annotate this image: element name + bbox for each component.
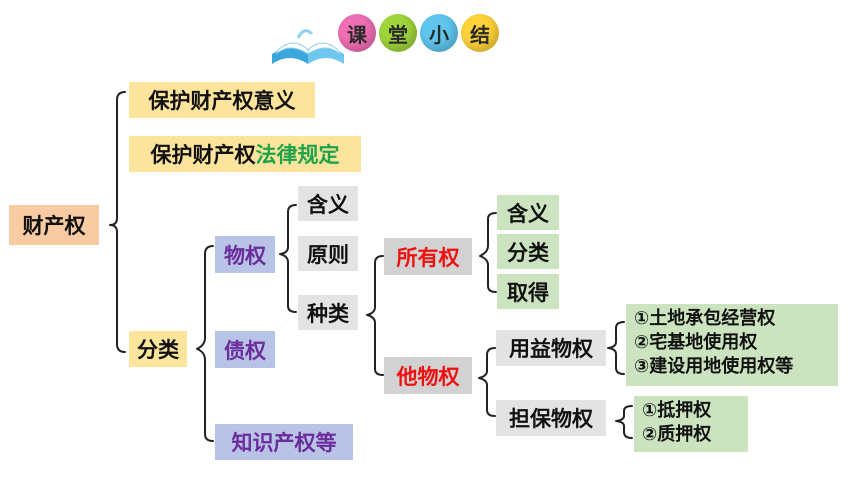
- law-node: 保护财产权法律规定: [129, 136, 361, 172]
- usufruct-list: ①土地承包经营权 ②宅基地使用权 ③建设用地使用权等: [626, 304, 838, 386]
- real-right-node: 物权: [215, 236, 275, 273]
- usufruct-item-2: ②宅基地使用权: [634, 332, 758, 353]
- usufruct-item-1: ①土地承包经营权: [634, 308, 776, 329]
- rr-types-node: 种类: [298, 295, 358, 330]
- bubble-3: 小: [420, 14, 458, 52]
- security-item-1: ①抵押权: [642, 400, 712, 421]
- open-book-icon: [272, 29, 344, 64]
- rr-meaning-node: 含义: [298, 186, 358, 221]
- ownership-node: 所有权: [384, 238, 472, 275]
- security-list: ①抵押权 ②质押权: [634, 396, 748, 452]
- ip-right-node: 知识产权等: [215, 424, 353, 460]
- own-classify-node: 分类: [497, 234, 559, 269]
- security-item-2: ②质押权: [642, 424, 712, 445]
- own-meaning-node: 含义: [497, 195, 559, 230]
- usufruct-item-3: ③建设用地使用权等: [634, 356, 794, 377]
- usufruct-node: 用益物权: [496, 330, 606, 366]
- security-node: 担保物权: [496, 400, 606, 436]
- bubble-1: 课: [338, 14, 376, 52]
- meaning-node: 保护财产权意义: [129, 82, 315, 118]
- own-acquire-node: 取得: [497, 274, 559, 309]
- classify-node: 分类: [129, 331, 187, 367]
- bubble-4: 结: [461, 14, 499, 52]
- rr-principle-node: 原则: [298, 236, 358, 271]
- root-node: 财产权: [9, 205, 99, 245]
- other-rights-node: 他物权: [384, 357, 472, 394]
- law-suffix: 法律规定: [255, 143, 340, 167]
- law-prefix: 保护财产权: [150, 143, 256, 167]
- creditor-right-node: 债权: [215, 331, 275, 368]
- bubble-2: 堂: [379, 14, 417, 52]
